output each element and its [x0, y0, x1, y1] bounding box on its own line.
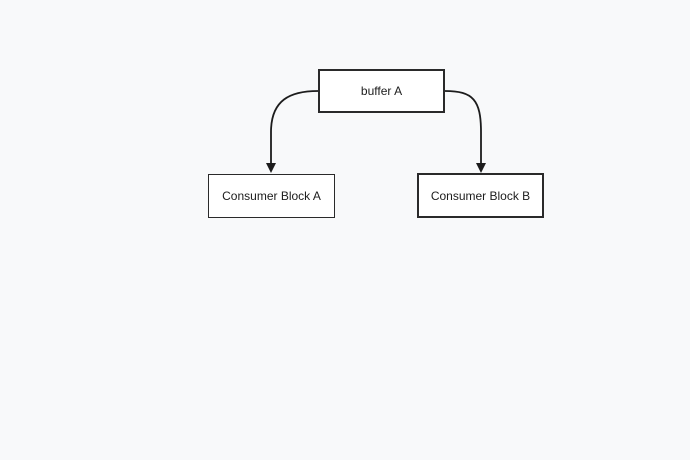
node-consumer-block-a[interactable]: Consumer Block A: [208, 174, 335, 218]
node-label-buffer-a: buffer A: [360, 84, 403, 98]
node-buffer-a[interactable]: buffer A: [318, 69, 445, 113]
node-label-consumer-block-a: Consumer Block A: [222, 189, 321, 203]
edge-buffer-a-to-consumer-a: [266, 90, 319, 173]
node-label-consumer-block-b: Consumer Block B: [430, 188, 531, 203]
node-consumer-block-b[interactable]: Consumer Block B: [417, 173, 544, 218]
edge-buffer-a-to-consumer-b: [444, 90, 486, 173]
